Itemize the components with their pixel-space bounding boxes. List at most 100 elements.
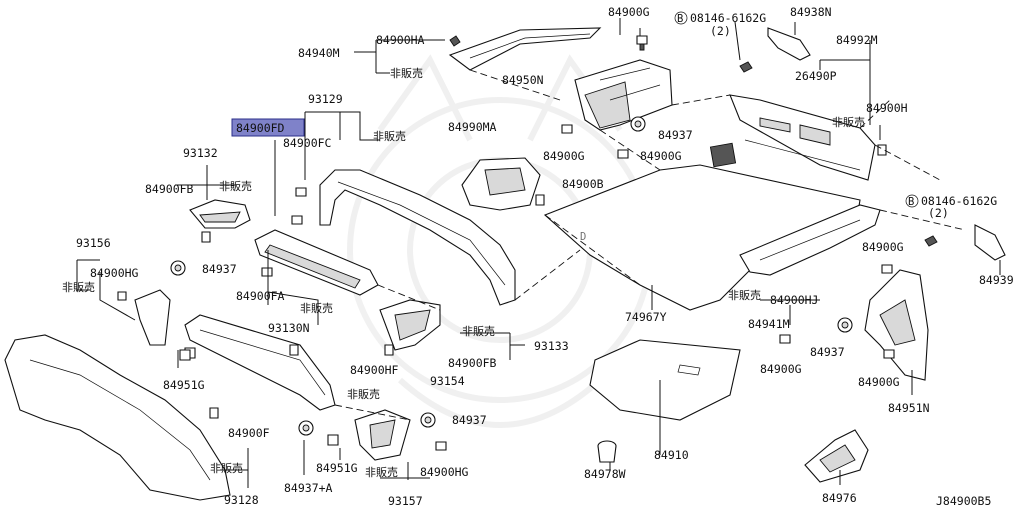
label-84910: 84910 (654, 448, 689, 462)
label-84900G-f: 84900G (858, 375, 900, 389)
label-84940M: 84940M (298, 46, 340, 60)
clip-84900G-b (561, 124, 573, 134)
grommet-84937-d (837, 317, 853, 333)
part-84910-mat (589, 339, 741, 421)
label-not-for-sale-1: 非販売 (390, 67, 423, 80)
label-74967Y: 74967Y (625, 310, 667, 324)
clip-84900G-e (779, 334, 791, 344)
label-84900HA: 84900HA (376, 33, 425, 47)
part-84938N-bracket (739, 27, 811, 73)
part-93133-cap (379, 299, 441, 356)
clip-84900FC (295, 187, 307, 197)
part-84990MA-bracket (461, 157, 541, 211)
label-08146-right-qty: (2) (928, 206, 949, 220)
part-93157-bracket (354, 409, 411, 461)
bolt-b-icon: B (677, 13, 683, 25)
part-84951N-trim (864, 269, 929, 381)
grommet-84937-a (630, 116, 646, 132)
label-93157: 93157 (388, 494, 423, 508)
part-93154-trim (184, 314, 336, 411)
label-84951N: 84951N (888, 401, 930, 415)
label-84937-d: 84937 (810, 345, 845, 359)
label-not-for-sale-2: 非販売 (373, 130, 406, 143)
label-84937-a: 84937 (658, 128, 693, 142)
clip-84951G-b (327, 434, 339, 446)
label-93130N: 93130N (268, 321, 310, 335)
part-84940M-bracket (448, 27, 602, 71)
part-84976-bracket (804, 429, 869, 483)
label-93154: 93154 (430, 374, 465, 388)
svg-text:D: D (580, 231, 586, 243)
label-93129: 93129 (308, 92, 343, 106)
label-84938N: 84938N (790, 5, 832, 19)
clip-84900H (877, 144, 887, 156)
label-84951G-b: 84951G (316, 461, 358, 475)
clip-84900B (535, 194, 545, 206)
label-84900G-c: 84900G (640, 149, 682, 163)
label-93133: 93133 (534, 339, 569, 353)
grommet-84937-c (420, 412, 436, 428)
label-84990MA: 84990MA (448, 120, 497, 134)
label-26490P: 26490P (795, 69, 837, 83)
bolt-symbol-icon-right (905, 194, 919, 208)
highlight-84900FD (231, 118, 305, 137)
label-84900FC: 84900FC (283, 136, 332, 150)
label-84939: 84939 (979, 273, 1014, 287)
label-not-for-sale-9: 非販売 (347, 388, 380, 401)
label-84900FD: 84900FD (236, 121, 285, 135)
part-labels: 84900G B 08146-6162G (2) 84938N 84940M 8… (62, 5, 1014, 508)
label-08146-top-qty: (2) (710, 24, 731, 38)
label-not-for-sale-7: 非販売 (728, 289, 761, 302)
assembly-dashed-lines (334, 69, 966, 421)
label-93132: 93132 (183, 146, 218, 160)
label-84951G-a: 84951G (163, 378, 205, 392)
label-not-for-sale-8: 非販売 (462, 325, 495, 338)
label-84900G-d: 84900G (862, 240, 904, 254)
label-84976: 84976 (822, 491, 857, 505)
label-84900G-top: 84900G (608, 5, 650, 19)
label-84900B: 84900B (562, 177, 604, 191)
part-84950N-panel (574, 59, 673, 131)
bolt-symbol-icon (674, 11, 688, 25)
label-84900FA: 84900FA (236, 289, 285, 303)
grommet-84937A (298, 420, 314, 436)
part-84941M-panel (739, 204, 881, 276)
label-84900HF: 84900HF (350, 363, 399, 377)
label-84900F: 84900F (228, 426, 270, 440)
part-84978W-plug (597, 440, 617, 463)
part-93132-cap (189, 199, 251, 243)
label-84992M: 84992M (836, 33, 878, 47)
label-84937-c: 84937 (452, 413, 487, 427)
label-08146-top: 08146-6162G (690, 11, 766, 25)
part-93156-piece (117, 289, 171, 346)
label-84941M: 84941M (748, 317, 790, 331)
label-84900HG-a: 84900HG (90, 266, 139, 280)
clip-84900G-d (881, 264, 893, 274)
label-08146-right: 08146-6162G (921, 194, 997, 208)
label-84950N: 84950N (502, 73, 544, 87)
label-not-for-sale-6: 非販売 (300, 302, 333, 315)
part-84939-bracket (924, 224, 1006, 261)
clip-84900FD (291, 215, 303, 225)
part-93130N-rail (254, 229, 379, 296)
clip-84951G-a (179, 349, 191, 361)
label-not-for-sale-3: 非販売 (832, 116, 865, 129)
part-93128-trim (4, 334, 231, 501)
label-84937A: 84937+A (284, 481, 333, 495)
bolt-b-icon-right: B (908, 196, 914, 208)
grommet-84937-b (170, 260, 186, 276)
label-84978W: 84978W (584, 467, 626, 481)
label-not-for-sale-11: 非販売 (365, 466, 398, 479)
clip-84900G-c (617, 149, 629, 159)
label-84900FB-a: 84900FB (145, 182, 194, 196)
part-93129-arch (319, 169, 516, 306)
label-84900G-e: 84900G (760, 362, 802, 376)
label-not-for-sale-5: 非販売 (62, 281, 95, 294)
label-84900H: 84900H (866, 101, 908, 115)
clip-84900HG-b (435, 441, 447, 451)
label-84900HJ: 84900HJ (770, 293, 818, 307)
label-84937-b: 84937 (202, 262, 237, 276)
part-84992M-trim (709, 94, 876, 181)
